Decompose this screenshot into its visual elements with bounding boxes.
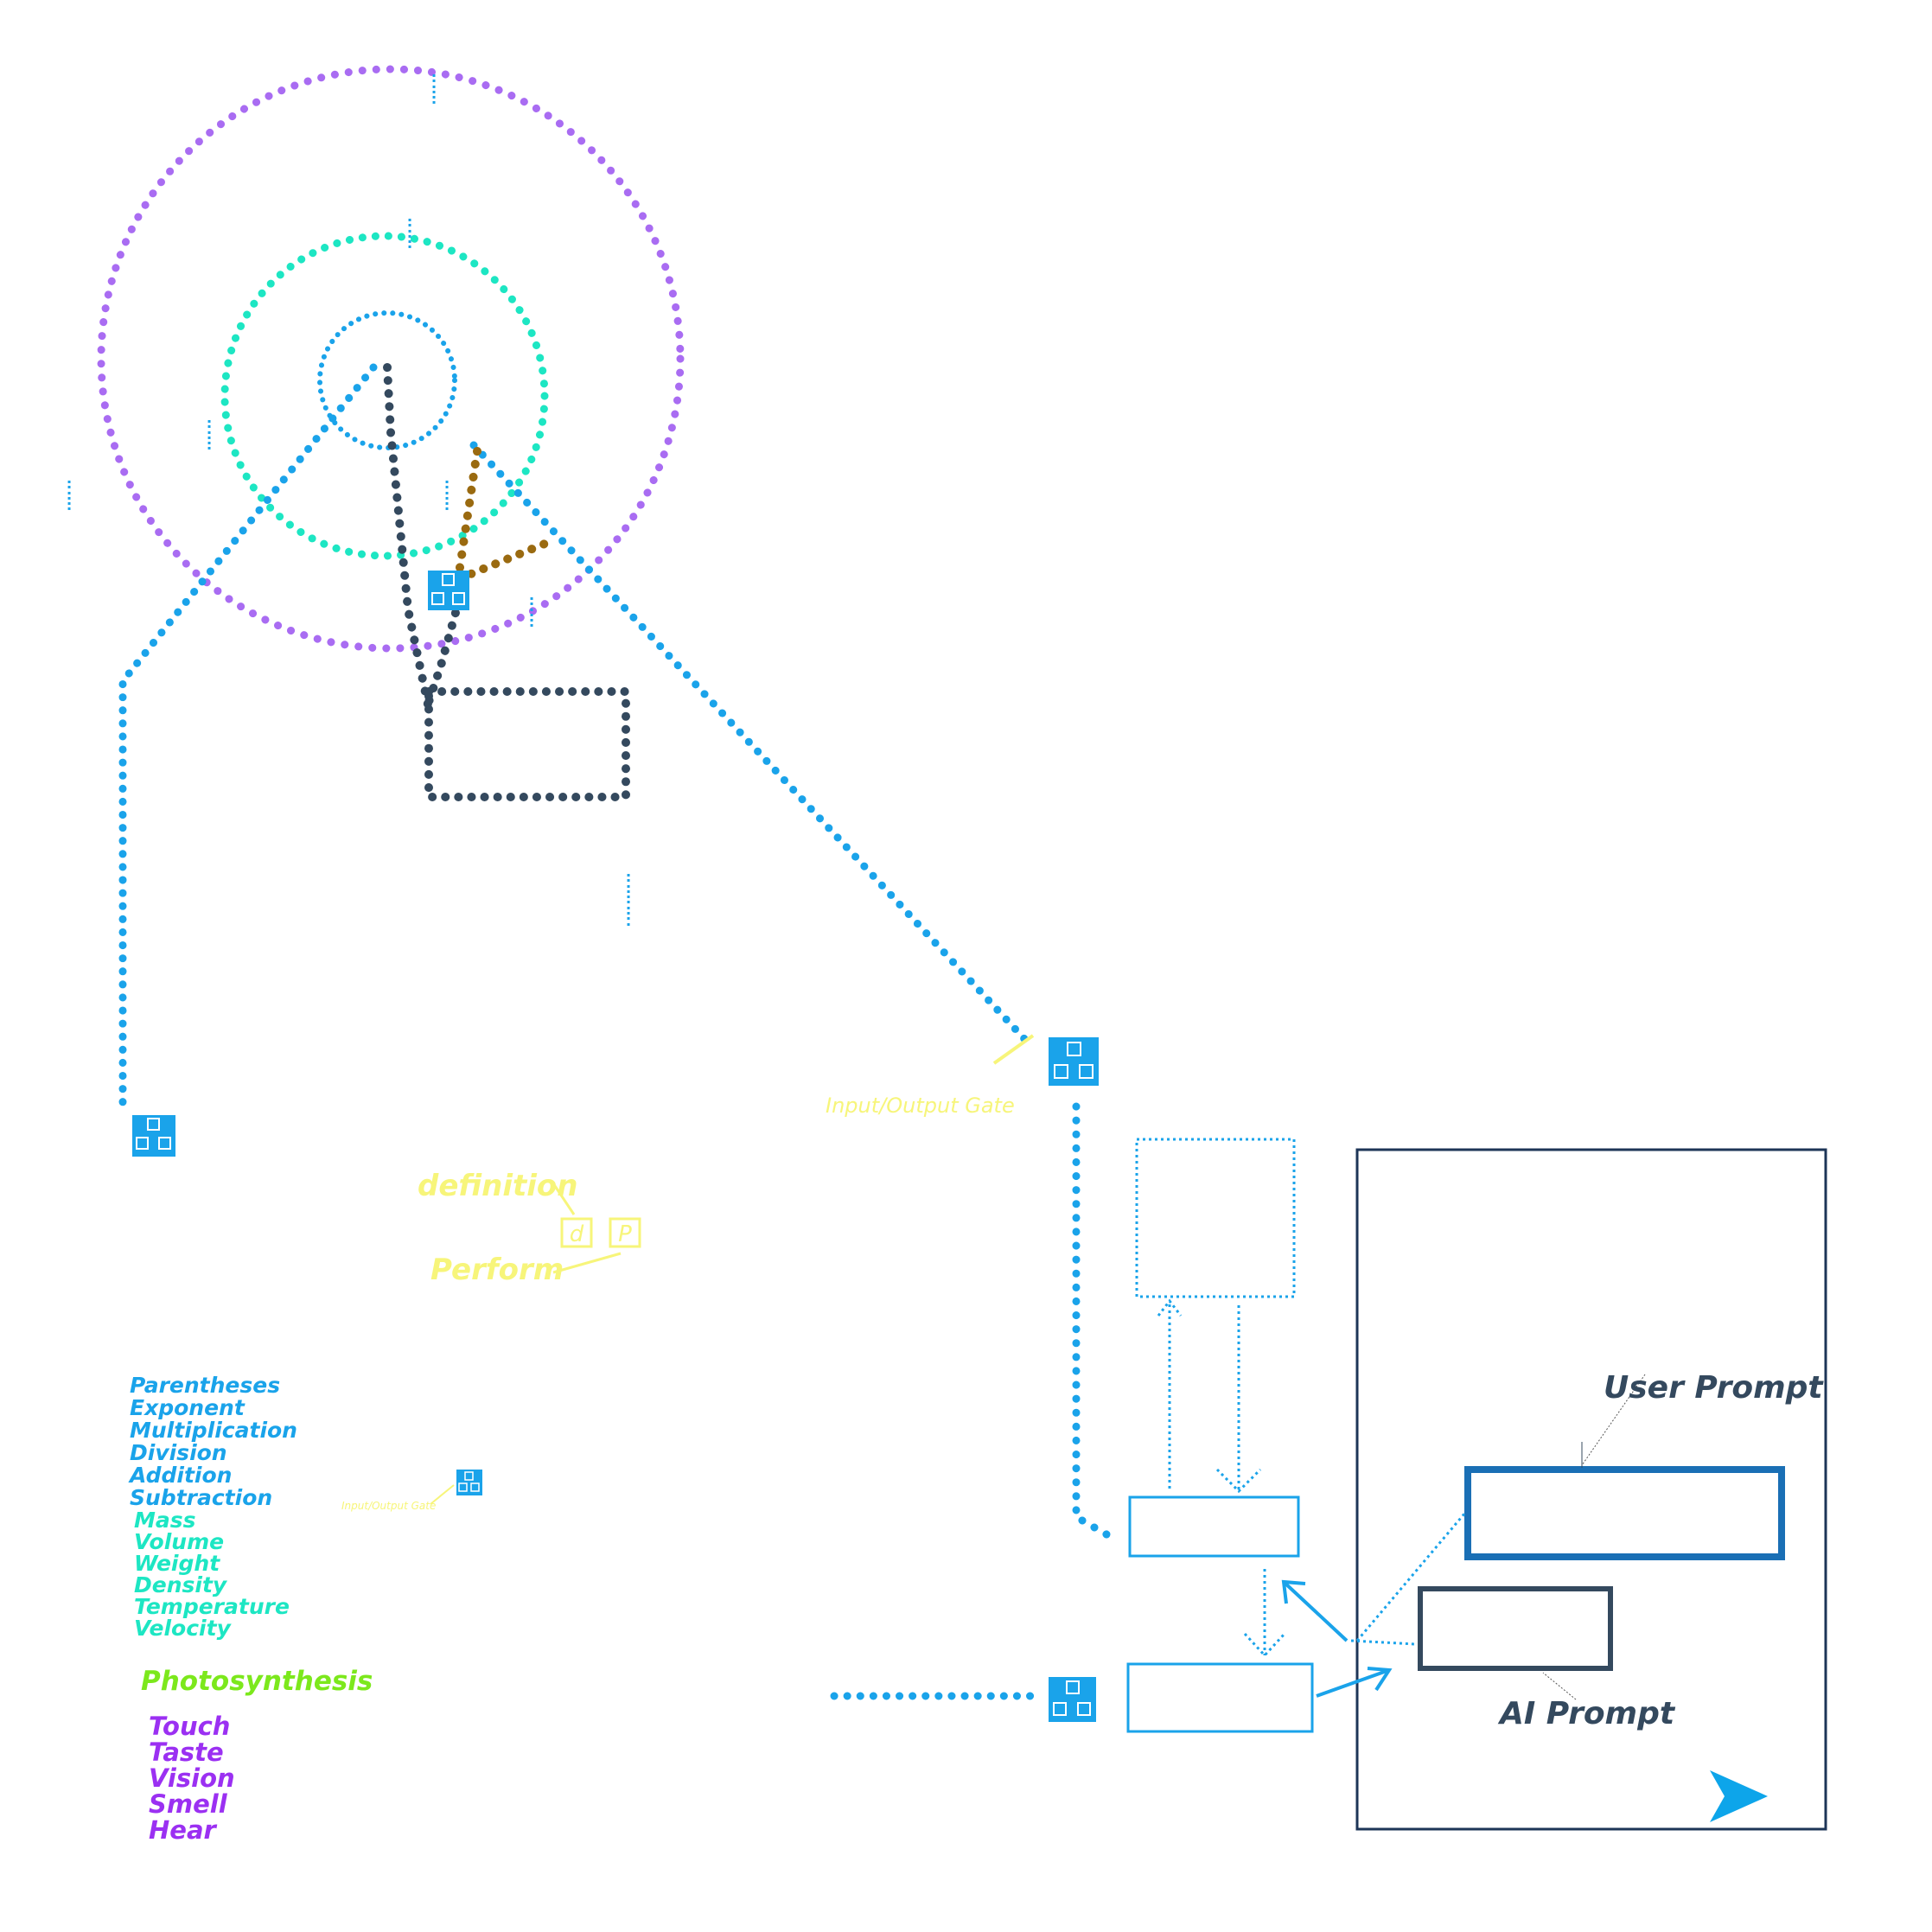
arrow-to-chat-head [1367,1667,1393,1692]
user-prompt-box[interactable] [1464,1466,1785,1560]
memory-box-dotted [1135,1138,1296,1298]
user-prompt-label: User Prompt [1604,1370,1823,1406]
arrow-down-process-head [1215,1468,1262,1494]
d-box-letter: d [569,1221,584,1247]
arrow-to-process-upper-head [1281,1579,1306,1604]
list-item: Multiplication [130,1418,297,1443]
definition-pointer [553,1185,576,1215]
arrow-down-lower-head [1243,1632,1286,1658]
list-item: Density [134,1572,227,1597]
operations-list: Parentheses Exponent Multiplication Divi… [130,1374,297,1509]
mini-list-6: ▪▪▪▪▪▪ [530,596,534,629]
list-item: Subtraction [130,1485,273,1510]
io-gate-small-pointer [430,1484,455,1505]
list-item: Smell [149,1789,227,1819]
p-box [609,1217,641,1248]
list-item: Touch [149,1712,231,1741]
inner-orbit [317,310,457,450]
mini-list-1: ▪▪▪▪▪▪ [432,73,437,106]
gate-icon-left[interactable] [132,1115,175,1157]
d-box [560,1217,593,1248]
chat-panel [1355,1148,1827,1831]
mini-list-7: ▪▪▪▪▪▪▪▪▪▪ [627,872,631,928]
list-item: Mass [134,1508,196,1533]
perform-pointer [552,1252,622,1274]
mini-list-2: ▪▪▪▪▪▪ [408,217,412,251]
process-box-upper[interactable] [1128,1495,1300,1558]
senses-list: Touch Taste Vision Smell Hear [149,1713,235,1843]
list-item: Temperature [134,1594,290,1619]
list-item: Weight [134,1551,220,1576]
process-box-lower[interactable] [1126,1662,1314,1733]
list-item: Exponent [130,1395,245,1420]
mini-list-5: ▪▪▪▪▪▪ [445,479,450,513]
connector-navy-a [383,363,432,709]
outer-orbit [97,65,685,653]
connector-brown [452,447,558,586]
io-gate-small-label: Input/Output Gate [341,1500,437,1512]
mini-list-3: ▪▪▪▪▪▪ [207,418,212,452]
arrow-to-process-upper [1282,1580,1349,1642]
mini-list-4: ▪▪▪▪▪▪ [67,479,72,513]
ai-prompt-label: AI Prompt [1500,1696,1675,1731]
definition-box [424,687,630,801]
list-item: Vision [149,1763,235,1793]
list-item: Volume [134,1529,225,1554]
gate-icon-top[interactable] [428,571,469,610]
io-gate-pointer [992,1034,1035,1065]
ai-prompt-pointer [1542,1672,1577,1700]
user-prompt-pointer-b [1581,1374,1646,1466]
list-item: Velocity [134,1616,231,1641]
middle-orbit [220,232,549,560]
list-item: Addition [130,1463,233,1488]
connector-diagonal [469,441,1031,1046]
photosynthesis-label: Photosynthesis [141,1666,373,1697]
connector-left [118,363,378,1106]
link-user-prompt [1355,1512,1467,1642]
arrow-up-memory-head [1157,1298,1183,1317]
perform-label: Perform [430,1253,564,1287]
arrow-to-chat [1316,1668,1390,1698]
gate-icon-small[interactable] [456,1470,482,1495]
link-ai-prompt [1350,1639,1416,1646]
list-item: Parentheses [130,1373,281,1398]
physical-list: Mass Volume Weight Density Temperature V… [134,1509,290,1639]
io-gate-label: Input/Output Gate [826,1094,1015,1118]
connector-down [1072,1102,1111,1539]
definition-label: definition [418,1169,578,1203]
list-item: Division [130,1440,227,1465]
list-item: Taste [149,1738,224,1767]
gate-icon-bottom[interactable] [1049,1677,1096,1722]
list-item: Hear [149,1815,216,1845]
gate-icon-diagonal[interactable] [1049,1037,1099,1086]
ai-prompt-box[interactable] [1418,1586,1613,1671]
p-box-letter: P [618,1221,632,1247]
send-arrow-icon[interactable] [1710,1770,1768,1822]
